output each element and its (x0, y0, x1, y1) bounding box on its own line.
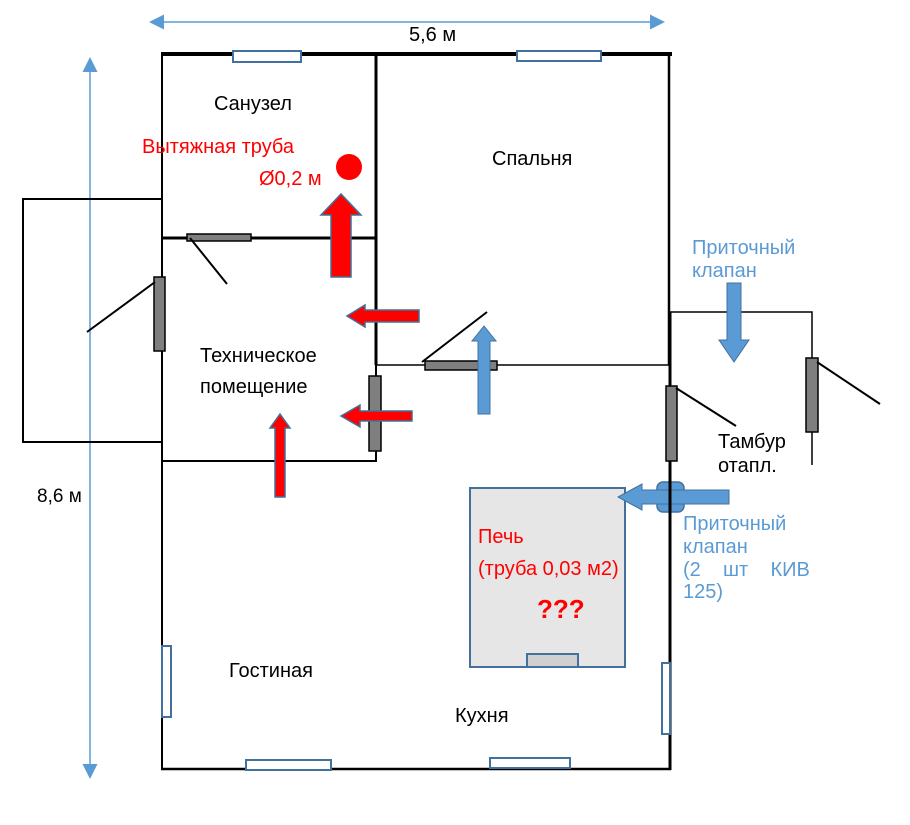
supply-valve-top-label-line1: Приточный (692, 237, 796, 259)
stove-firebox-door (526, 653, 579, 668)
extract-arrow-living-to-tech (268, 412, 292, 498)
room-label-kitchen: Кухня (455, 705, 509, 727)
room-label-technical-line1: Техническое (200, 345, 317, 367)
supply-arrow-vestibule (718, 282, 750, 363)
supply-arrow-bedroom (470, 325, 498, 415)
door-bathroom-swing (189, 237, 228, 285)
door-bathroom (186, 233, 252, 242)
door-entrance-left (153, 276, 166, 352)
supply-arrow-to-stove (616, 483, 730, 511)
door-vestibule-outer-swing (816, 361, 881, 405)
stove-label-line2: (труба 0,03 м2) (478, 558, 619, 580)
window-bathroom-top (232, 50, 302, 63)
room-label-bathroom: Санузел (214, 93, 292, 115)
exhaust-pipe-icon (336, 154, 362, 180)
room-label-bedroom: Спальня (492, 148, 573, 170)
left-porch (22, 198, 163, 443)
door-vestibule-inner-swing (675, 387, 737, 427)
supply-valve-bottom-label-line1: Приточный (683, 513, 787, 535)
room-label-living: Гостиная (229, 660, 313, 682)
supply-valve-bottom-label-line2: клапан (683, 536, 748, 558)
room-label-vestibule-line2: отапл. (718, 455, 777, 477)
window-living-left (161, 645, 172, 718)
exhaust-pipe-label-line2: Ø0,2 м (259, 168, 322, 190)
supply-valve-bottom-note-line1: (2 шт КИВ (683, 559, 810, 581)
width-dimension-label: 5,6 м (409, 24, 457, 46)
window-bedroom-top (516, 50, 602, 62)
door-vestibule-outer (805, 357, 819, 433)
extract-arrow-hall-to-tech (339, 403, 413, 429)
room-label-technical-line2: помещение (200, 376, 308, 398)
extract-arrow-bedroom-to-tech (345, 303, 420, 329)
supply-valve-bottom-note-line2: 125) (683, 581, 724, 603)
height-dimension-label: 8,6 м (37, 486, 82, 507)
door-vestibule-inner (665, 385, 678, 462)
stove-label-line1: Печь (478, 526, 524, 548)
room-label-vestibule-line1: Тамбур (718, 431, 786, 453)
window-kitchen-right (661, 662, 671, 735)
door-bedroom-swing (421, 311, 488, 363)
extract-arrow-to-pipe (319, 192, 363, 278)
supply-valve-top-label-line2: клапан (692, 260, 757, 282)
door-bedroom (424, 360, 498, 371)
window-kitchen-bottom (489, 757, 571, 769)
stove-question-marks: ??? (537, 594, 585, 624)
window-living-bottom (245, 759, 332, 771)
exhaust-pipe-label-line1: Вытяжная труба (142, 136, 295, 158)
door-entrance-left-swing (86, 281, 156, 333)
